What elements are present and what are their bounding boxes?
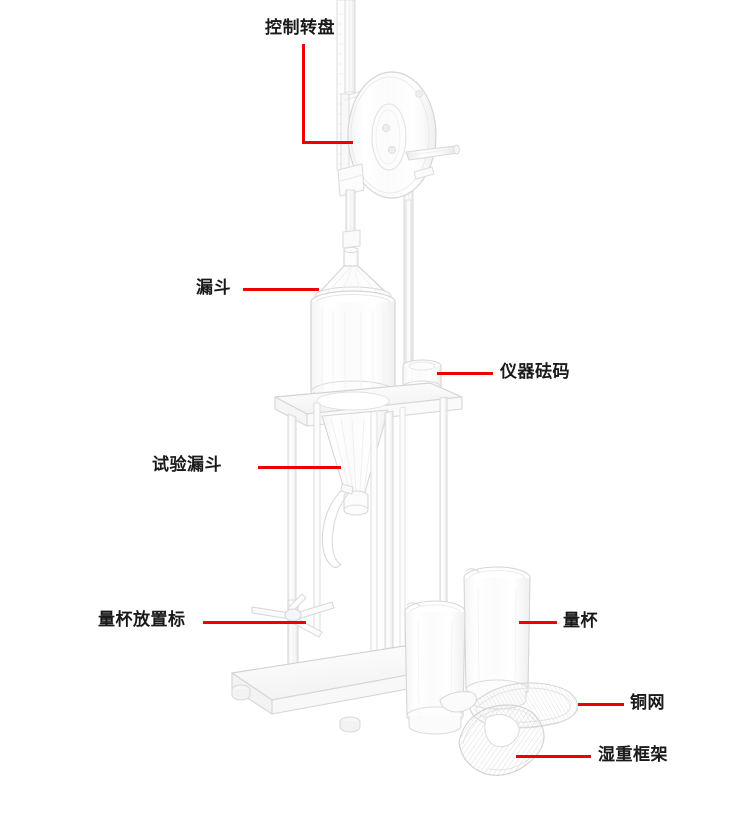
slide-clamp [337, 163, 365, 255]
label-wet-weight-frame: 湿重框架 [598, 745, 668, 765]
wet-weight-frame [458, 704, 545, 776]
label-control-dial: 控制转盘 [265, 18, 335, 38]
measuring-cup-left [404, 600, 466, 735]
label-instrument-weight: 仪器砝码 [500, 362, 570, 382]
label-copper-mesh: 铜网 [630, 693, 665, 713]
control-dial-assembly [340, 71, 460, 199]
leader-instrument-weight [437, 372, 493, 375]
upper-support-column [336, 0, 356, 171]
leader-funnel [243, 288, 319, 291]
leader-measuring-cup [519, 621, 557, 624]
label-funnel: 漏斗 [196, 278, 231, 298]
leader-copper-mesh [578, 703, 624, 706]
test-funnel [321, 409, 389, 569]
leader-control-dial-vertical [302, 44, 305, 143]
leader-control-dial-horizontal [302, 141, 353, 144]
label-measuring-cup: 量杯 [563, 611, 598, 631]
leader-test-funnel [258, 466, 341, 469]
leader-cup-placement-marker [203, 621, 306, 624]
instrument-weight [402, 199, 442, 394]
label-cup-placement-marker: 量杯放置标 [98, 610, 186, 630]
leader-wet-weight-frame [516, 755, 591, 758]
stand-legs [287, 396, 448, 672]
label-test-funnel: 试验漏斗 [152, 455, 222, 475]
